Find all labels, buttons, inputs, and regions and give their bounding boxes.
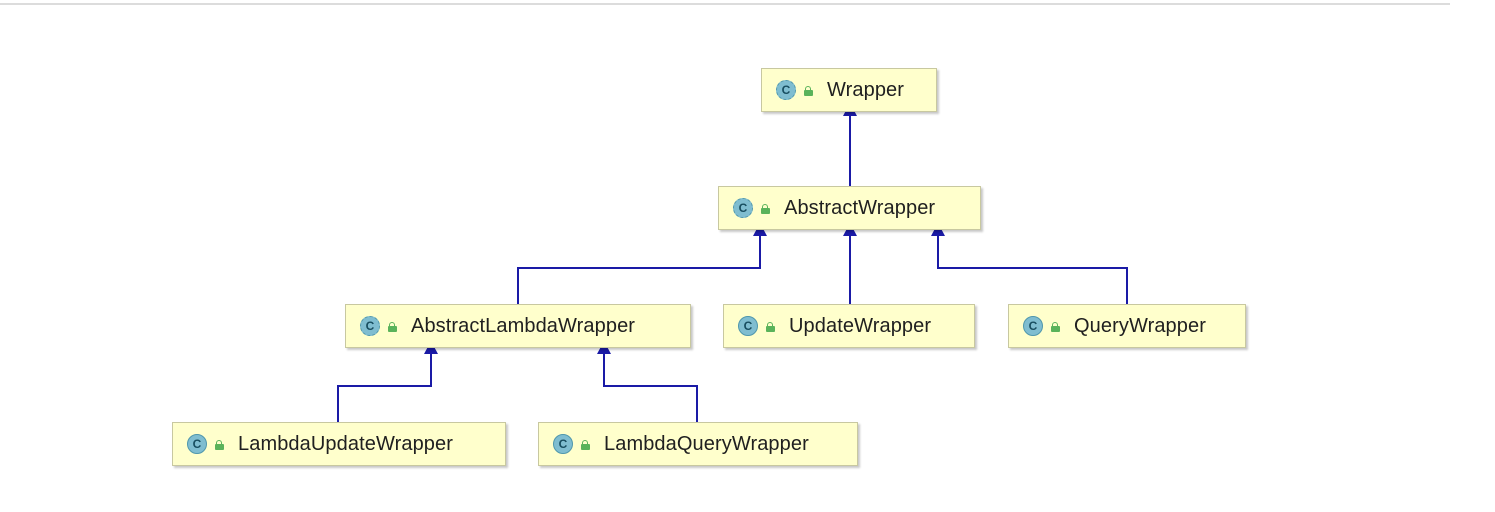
class-icon: C [1023,316,1043,336]
edge-lambdaquerywrapper-to-abstractlambdawrapper [597,341,698,422]
class-node-abstract-lambda-wrapper[interactable]: C AbstractLambdaWrapper [345,304,691,348]
top-divider [0,3,1450,5]
class-node-query-wrapper[interactable]: C QueryWrapper [1008,304,1246,348]
class-icon: C [733,198,753,218]
public-access-icon [804,85,813,96]
class-name: LambdaUpdateWrapper [238,432,453,455]
class-node-lambda-query-wrapper[interactable]: C LambdaQueryWrapper [538,422,858,466]
public-access-icon [761,203,770,214]
class-icon: C [776,80,796,100]
class-node-abstract-wrapper[interactable]: C AbstractWrapper [718,186,981,230]
public-access-icon [388,321,397,332]
edge-lambdaupdatewrapper-to-abstractlambdawrapper [337,341,438,422]
public-access-icon [1051,321,1060,332]
class-icon: C [360,316,380,336]
class-name: LambdaQueryWrapper [604,432,809,455]
class-icon: C [553,434,573,454]
class-name: AbstractLambdaWrapper [411,314,636,337]
class-icon: C [738,316,758,336]
public-access-icon [766,321,775,332]
public-access-icon [215,439,224,450]
class-node-wrapper[interactable]: C Wrapper [761,68,937,112]
class-icon: C [187,434,207,454]
edge-abstractlambdawrapper-to-abstractwrapper [517,223,767,304]
class-node-update-wrapper[interactable]: C UpdateWrapper [723,304,975,348]
public-access-icon [581,439,590,450]
class-name: UpdateWrapper [789,314,932,337]
class-name: AbstractWrapper [784,196,936,219]
edge-querywrapper-to-abstractwrapper [931,223,1128,304]
class-node-lambda-update-wrapper[interactable]: C LambdaUpdateWrapper [172,422,506,466]
class-name: Wrapper [827,78,905,101]
class-name: QueryWrapper [1074,314,1206,337]
